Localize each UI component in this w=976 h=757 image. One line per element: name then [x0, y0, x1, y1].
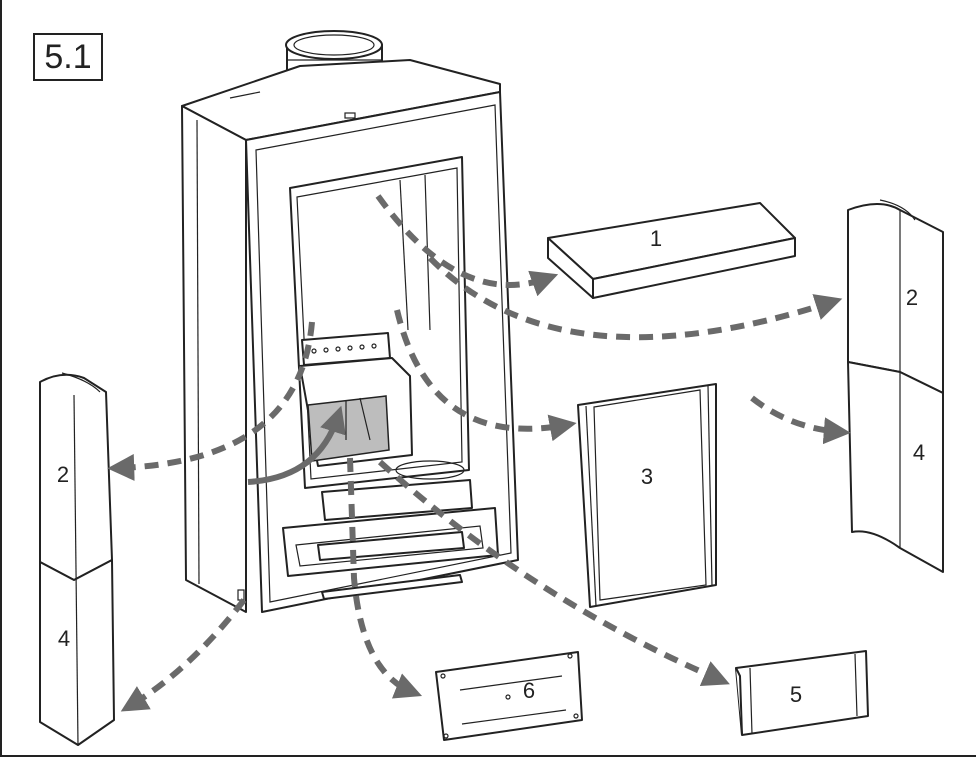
part-numbers: 1 2 4 3 2 4 5 6: [57, 226, 925, 707]
part-5-front-bar: [735, 650, 869, 736]
part-number-2-left: 2: [57, 462, 69, 487]
part-number-5: 5: [790, 682, 802, 707]
part-2-4-right-panels: [847, 199, 944, 573]
removal-arrows: [107, 194, 851, 712]
part-number-3: 3: [641, 464, 653, 489]
part-number-4-right: 4: [913, 440, 925, 465]
part-number-1: 1: [650, 226, 662, 251]
part-number-4-left: 4: [58, 626, 70, 651]
stove-body: [181, 30, 519, 613]
part-2-4-left-panels: [39, 372, 115, 746]
figure-label: 5.1: [33, 33, 103, 81]
part-3-back-panel: [577, 383, 717, 608]
part-number-6: 6: [523, 678, 535, 703]
part-6-grate-plate: [435, 651, 583, 741]
part-number-2-right: 2: [906, 285, 918, 310]
part-1-top-plate: [547, 202, 796, 299]
